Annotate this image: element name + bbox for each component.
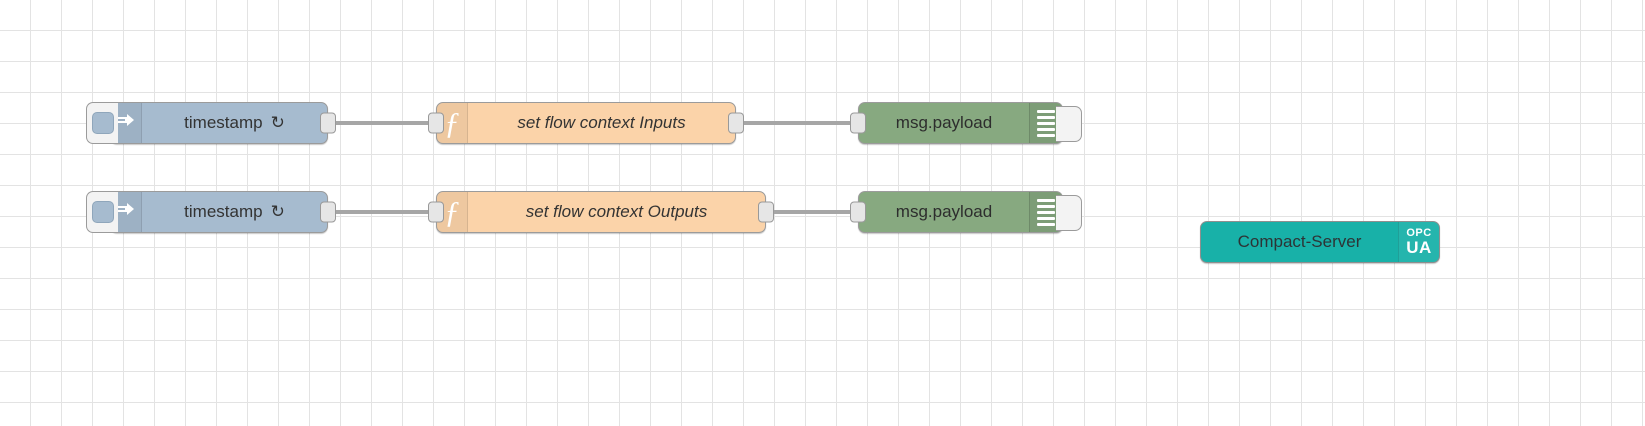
node-inject-timestamp-1[interactable]: timestamp ↻ — [86, 102, 336, 144]
input-port[interactable] — [850, 201, 866, 223]
node-debug-msg-payload-2[interactable]: msg.payload — [850, 191, 1082, 233]
opc-badge-top: OPC — [1406, 227, 1432, 239]
node-label: Compact-Server — [1237, 232, 1362, 251]
node-label: set flow context Inputs — [517, 113, 686, 132]
input-port[interactable] — [850, 112, 866, 134]
wire-function-to-debug-1[interactable] — [730, 121, 860, 125]
node-debug-msg-payload-1[interactable]: msg.payload — [850, 102, 1082, 144]
input-port[interactable] — [428, 201, 444, 223]
wire-inject-to-function-2[interactable] — [327, 210, 439, 214]
output-port[interactable] — [320, 112, 336, 134]
node-opcua-compact-server[interactable]: Compact-Server OPC UA — [1200, 221, 1440, 263]
output-port[interactable] — [758, 201, 774, 223]
inject-label-text: timestamp — [184, 202, 263, 221]
node-label: timestamp ↻ — [142, 192, 327, 232]
output-port[interactable] — [728, 112, 744, 134]
inject-trigger-button[interactable] — [86, 102, 118, 144]
debug-enable-toggle[interactable] — [1056, 195, 1082, 231]
input-port[interactable] — [428, 112, 444, 134]
inject-repeat-icon: ↻ — [270, 202, 285, 221]
wire-function-to-debug-2[interactable] — [760, 210, 860, 214]
function-f-icon: ƒ — [437, 192, 468, 232]
inject-trigger-button-inner — [91, 201, 114, 223]
node-function-set-flow-context-inputs[interactable]: ƒ set flow context Inputs — [428, 102, 744, 144]
opc-ua-icon: OPC UA — [1398, 222, 1439, 262]
node-label: msg.payload — [895, 113, 993, 132]
debug-enable-toggle[interactable] — [1056, 106, 1082, 142]
node-label: set flow context Outputs — [525, 202, 708, 221]
inject-trigger-button-inner — [91, 112, 114, 134]
node-inject-timestamp-2[interactable]: timestamp ↻ — [86, 191, 336, 233]
inject-trigger-button[interactable] — [86, 191, 118, 233]
node-function-set-flow-context-outputs[interactable]: ƒ set flow context Outputs — [428, 191, 774, 233]
opc-badge-bottom: UA — [1406, 238, 1432, 257]
node-label: timestamp ↻ — [142, 103, 327, 143]
output-port[interactable] — [320, 201, 336, 223]
wire-inject-to-function-1[interactable] — [327, 121, 439, 125]
inject-label-text: timestamp — [184, 113, 263, 132]
node-label: msg.payload — [895, 202, 993, 221]
inject-repeat-icon: ↻ — [270, 113, 285, 132]
